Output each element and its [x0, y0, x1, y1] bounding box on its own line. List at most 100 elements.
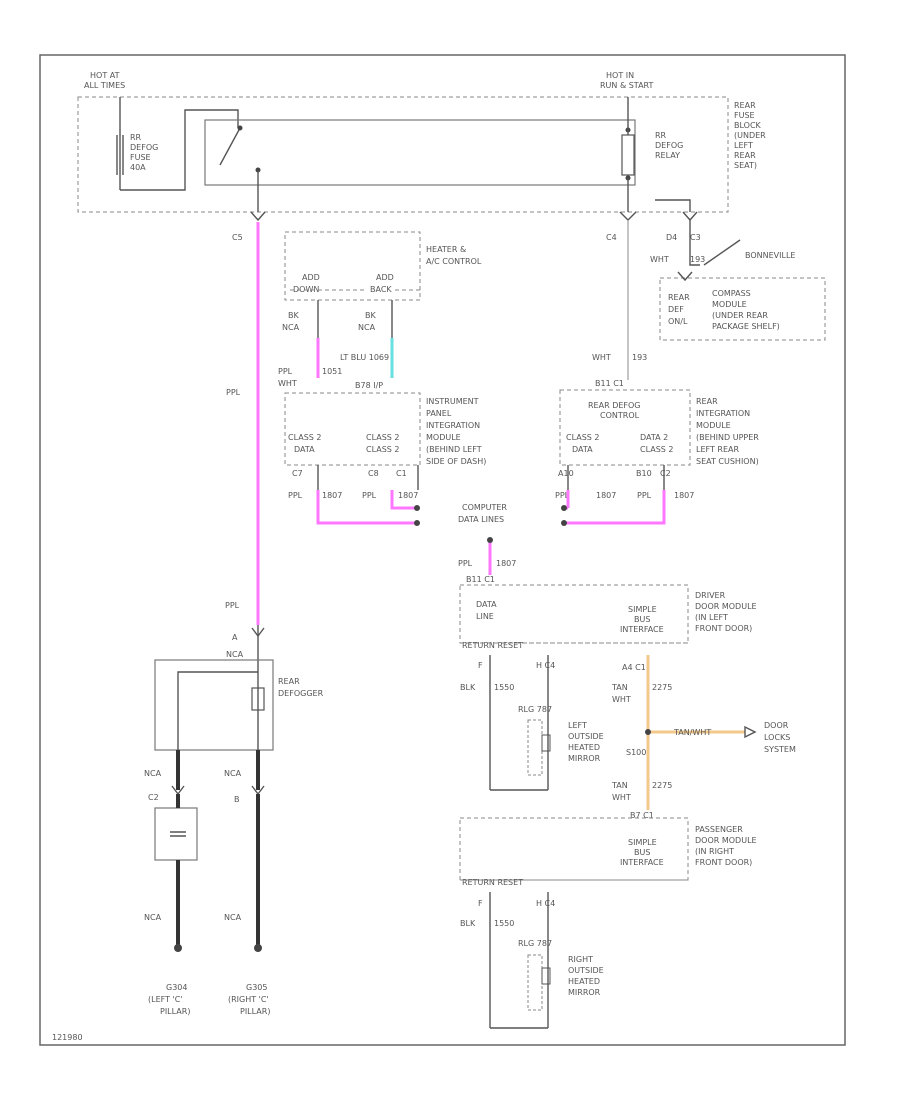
svg-text:1807: 1807: [674, 491, 694, 500]
svg-text:COMPASS: COMPASS: [712, 289, 751, 298]
wht-193-mid-label: WHT 193: [592, 353, 647, 362]
svg-text:FRONT DOOR): FRONT DOOR): [695, 624, 752, 633]
svg-text:1807: 1807: [496, 559, 516, 568]
rim-title-label: REAR INTEGRATION MODULE (BEHIND UPPER LE…: [696, 397, 759, 466]
svg-text:WHT: WHT: [650, 255, 669, 264]
svg-text:INTEGRATION: INTEGRATION: [696, 409, 750, 418]
svg-text:MODULE: MODULE: [426, 433, 461, 442]
svg-text:B: B: [234, 795, 240, 804]
svg-text:NCA: NCA: [226, 650, 244, 659]
svg-text:D4: D4: [666, 233, 677, 242]
rim-connector-labels: A10 B10 C2 PPL 1807 PPL 1807: [555, 469, 694, 500]
connector-c4: C4: [606, 211, 637, 242]
svg-text:WHT: WHT: [592, 353, 611, 362]
svg-text:PPL: PPL: [362, 491, 377, 500]
svg-text:A/C CONTROL: A/C CONTROL: [426, 257, 482, 266]
rear-defogger-box: [154, 659, 274, 751]
svg-text:OUTSIDE: OUTSIDE: [568, 966, 604, 975]
svg-text:NCA: NCA: [224, 913, 242, 922]
svg-text:DATA: DATA: [572, 445, 593, 454]
svg-text:HEATED: HEATED: [568, 743, 600, 752]
svg-text:HEATED: HEATED: [568, 977, 600, 986]
svg-text:DATA LINES: DATA LINES: [458, 515, 504, 524]
svg-text:LEFT REAR: LEFT REAR: [696, 445, 739, 454]
svg-text:RELAY: RELAY: [655, 151, 680, 160]
svg-text:BLOCK: BLOCK: [734, 121, 762, 130]
rear-defog-control-label: REAR DEFOG CONTROL: [588, 401, 641, 420]
svg-text:DATA 2: DATA 2: [640, 433, 668, 442]
svg-text:193: 193: [632, 353, 647, 362]
figure-id-label: 121980: [52, 1033, 83, 1042]
driver-door-module-box: [459, 584, 689, 644]
svg-text:TAN/WHT: TAN/WHT: [673, 728, 711, 737]
f-c4-bot-label: F H C4 BLK 1550 RLG 787: [460, 899, 555, 948]
svg-text:F: F: [478, 899, 483, 908]
rr-defog-relay-label: RR DEFOG RELAY: [655, 131, 683, 160]
data-line-label: DATA LINE: [476, 600, 497, 621]
svg-text:INSTRUMENT: INSTRUMENT: [426, 397, 479, 406]
svg-text:BK: BK: [365, 311, 376, 320]
svg-text:ON/L: ON/L: [668, 317, 688, 326]
svg-text:PPL: PPL: [637, 491, 652, 500]
heater-ac-control-label: HEATER & A/C CONTROL: [426, 245, 482, 266]
svg-text:ALL TIMES: ALL TIMES: [84, 81, 125, 90]
bk-nca-right-label: BK NCA: [358, 311, 376, 332]
svg-text:PPL: PPL: [555, 491, 570, 500]
svg-text:(IN LEFT: (IN LEFT: [695, 613, 728, 622]
svg-text:193: 193: [690, 255, 705, 264]
svg-text:CLASS 2: CLASS 2: [366, 433, 400, 442]
instrument-panel-integration-module-box: [284, 392, 421, 466]
svg-text:2275: 2275: [652, 683, 672, 692]
svg-text:A4 C1: A4 C1: [622, 663, 646, 672]
svg-text:INTEGRATION: INTEGRATION: [426, 421, 480, 430]
svg-text:DRIVER: DRIVER: [695, 591, 726, 600]
svg-text:C1: C1: [396, 469, 407, 478]
rear-integration-module-box: [559, 389, 691, 466]
svg-text:NCA: NCA: [144, 913, 162, 922]
svg-text:RR: RR: [130, 133, 142, 142]
svg-text:B7 C1: B7 C1: [630, 811, 654, 820]
svg-text:BLK: BLK: [460, 919, 476, 928]
svg-text:RETURN RESET: RETURN RESET: [462, 641, 523, 650]
svg-text:B78 I/P: B78 I/P: [355, 381, 383, 390]
rear-defogger-grid-icon: [251, 687, 265, 711]
bk-nca-left-label: BK NCA: [282, 311, 300, 332]
ppl-wire-label: PPL PPL: [225, 388, 241, 610]
passenger-door-module-box: [459, 817, 689, 881]
rear-fuse-block-box: [77, 96, 729, 213]
svg-text:WHT: WHT: [612, 695, 631, 704]
ground-right-label: G305 (RIGHT 'C' PILLAR): [228, 983, 270, 1016]
svg-text:FRONT DOOR): FRONT DOOR): [695, 858, 752, 867]
svg-text:C7: C7: [292, 469, 303, 478]
rim-class2-labels: CLASS 2 DATA DATA 2 CLASS 2: [566, 433, 674, 454]
rr-defog-relay-box: [204, 119, 636, 186]
svg-text:REAR: REAR: [668, 293, 690, 302]
svg-text:F: F: [478, 661, 483, 670]
svg-text:BACK: BACK: [370, 285, 392, 294]
svg-text:A10: A10: [558, 469, 574, 478]
svg-text:DEFOGGER: DEFOGGER: [278, 689, 324, 698]
svg-text:1807: 1807: [322, 491, 342, 500]
svg-text:LINE: LINE: [476, 612, 494, 621]
ipim-connector-labels: C7 C8 C1 PPL 1807 PPL 1807: [288, 469, 418, 500]
svg-text:PILLAR): PILLAR): [160, 1007, 190, 1016]
connector-c5: C5: [232, 211, 266, 242]
svg-text:REAR: REAR: [734, 101, 756, 110]
add-down-label: ADD DOWN: [293, 273, 320, 294]
svg-text:SEAT): SEAT): [734, 161, 757, 170]
svg-text:NCA: NCA: [358, 323, 376, 332]
svg-text:BLK: BLK: [460, 683, 476, 692]
svg-text:REAR: REAR: [696, 397, 718, 406]
svg-text:C5: C5: [232, 233, 243, 242]
svg-text:SIMPLE: SIMPLE: [628, 838, 657, 847]
svg-text:G305: G305: [246, 983, 267, 992]
svg-text:HEATER &: HEATER &: [426, 245, 466, 254]
rear-defogger-label: REAR DEFOGGER: [278, 677, 324, 698]
compass-module-box: [659, 277, 826, 341]
nca-lower-labels: NCA NCA: [144, 913, 242, 922]
term-a-label: A NCA: [226, 633, 244, 659]
svg-text:A: A: [232, 633, 238, 642]
hot-at-all-times-label: HOT AT ALL TIMES: [84, 71, 125, 90]
svg-text:PPL: PPL: [288, 491, 303, 500]
svg-text:WHT: WHT: [612, 793, 631, 802]
